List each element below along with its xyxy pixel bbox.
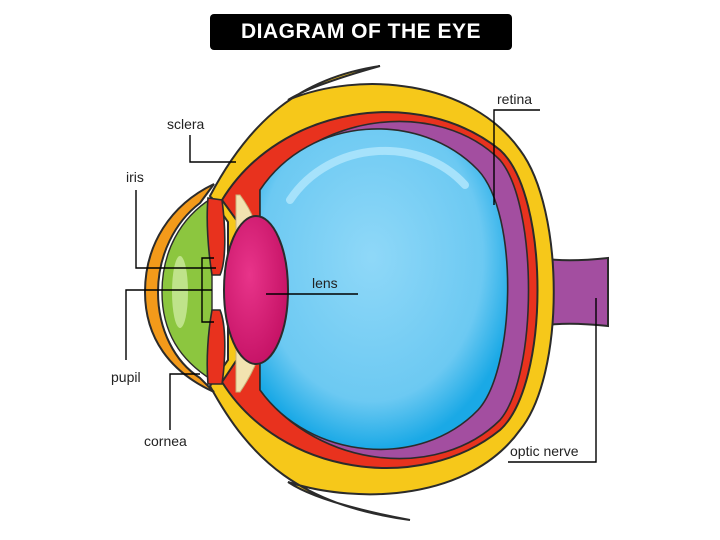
- vitreous-shape: [259, 128, 509, 451]
- pupil-leader: [125, 289, 212, 360]
- pupil-bracket: [201, 257, 214, 323]
- vitreous-highlight: [286, 146, 469, 204]
- aqueous-highlight: [172, 256, 188, 328]
- cornea-shape: [143, 183, 215, 393]
- iris-leader: [135, 190, 216, 269]
- label-sclera: sclera: [167, 116, 205, 132]
- diagram-title: DIAGRAM OF THE EYE: [210, 14, 512, 50]
- retina-leader: [493, 109, 540, 205]
- iris-bottom: [206, 309, 226, 385]
- lens-shape: [223, 215, 289, 365]
- cornea-leader: [169, 373, 200, 430]
- optic-nerve-leader: [508, 298, 597, 463]
- label-iris: iris: [126, 169, 144, 185]
- label-pupil: pupil: [111, 369, 141, 385]
- label-lens: lens: [312, 275, 338, 291]
- sclera-leader: [189, 135, 236, 163]
- label-optic-nerve: optic nerve: [510, 443, 579, 459]
- label-retina: retina: [497, 91, 532, 107]
- iris-top: [206, 197, 226, 276]
- label-cornea: cornea: [144, 433, 187, 449]
